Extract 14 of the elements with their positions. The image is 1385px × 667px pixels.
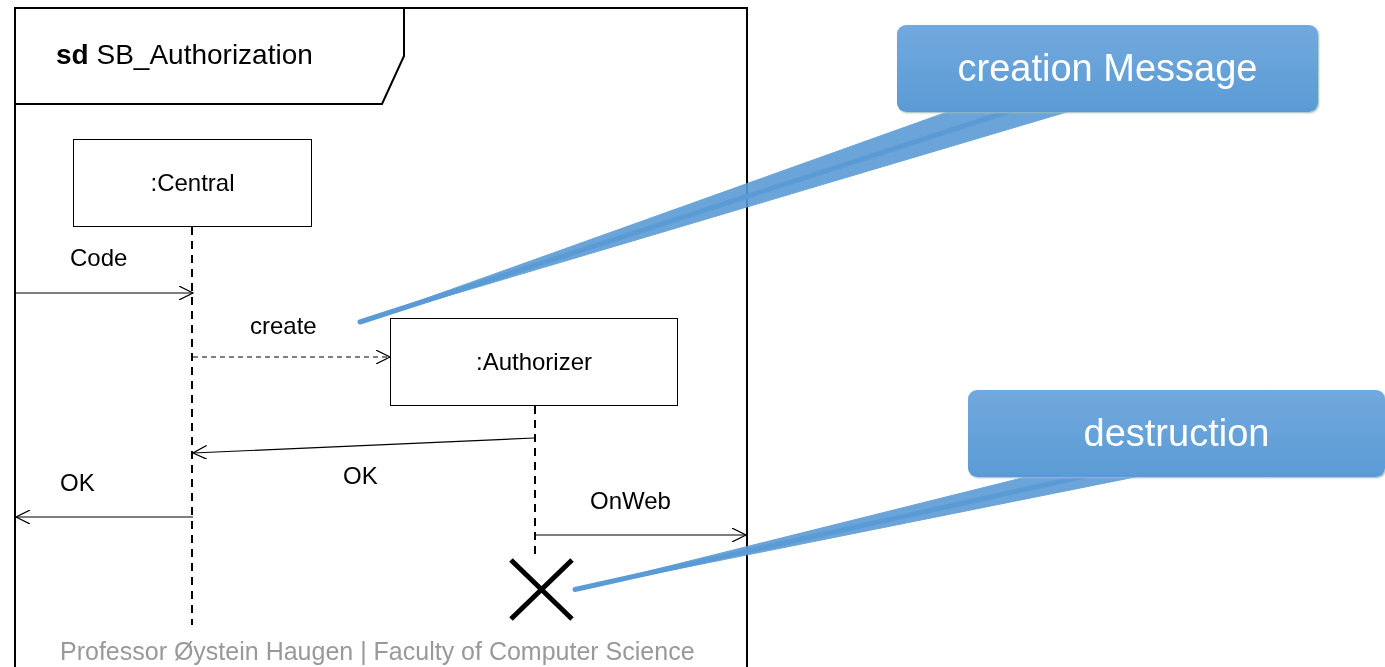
destruction-cross [508, 557, 575, 622]
callout-box: destruction [968, 390, 1385, 477]
message-arrow [15, 509, 194, 525]
lifeline-head-box: :Authorizer [390, 318, 678, 406]
footer-text: Professor Øystein Haugen | Faculty of Computer Science [60, 637, 695, 665]
frame-heading: sd SB_Authorization [56, 39, 313, 71]
dashed-message-arrow [192, 349, 391, 365]
lifeline-head-box: :Central [73, 139, 312, 227]
message-arrow [192, 437, 535, 460]
lifeline [191, 227, 193, 625]
message-arrow [15, 285, 194, 301]
sequence-diagram-frame [14, 7, 748, 667]
message-arrow [533, 527, 747, 543]
callout-box: creation Message [897, 25, 1318, 112]
